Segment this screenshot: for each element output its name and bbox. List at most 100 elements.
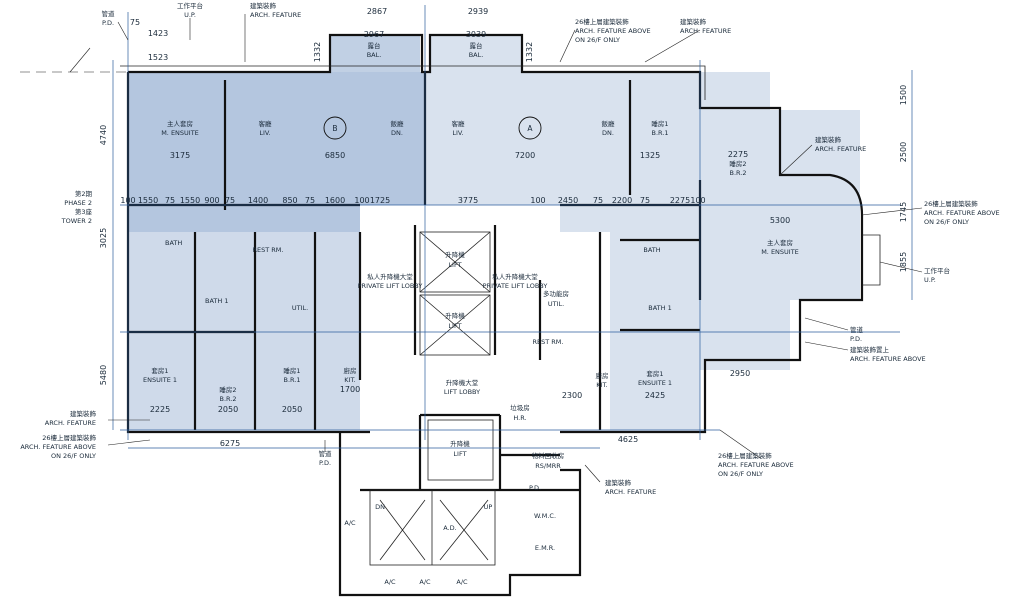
lift-3-zh: 升降機	[450, 439, 470, 448]
br2-b-dim: 2050	[218, 405, 238, 414]
m-ensuite-a-dim: 5300	[770, 216, 790, 225]
row-dim-label: 100	[120, 196, 135, 205]
m-ensuite-b-en: M. ENSUITE	[161, 129, 199, 137]
ac-label-2: A/C	[419, 578, 431, 586]
row-dim-label: 100	[530, 196, 545, 205]
bath-b-label: BATH	[165, 239, 182, 247]
m-ensuite-a-en: M. ENSUITE	[761, 248, 799, 256]
row-dim-label: 2275	[670, 196, 690, 205]
dim-1332-right: 1332	[525, 42, 534, 62]
dn-label: DN	[375, 503, 385, 511]
private-lift-lobby-b-zh: 私人升降機大堂	[367, 272, 413, 281]
arch26-bottom-en1: ARCH. FEATURE ABOVE	[718, 461, 794, 469]
up-top-en: U.P.	[184, 11, 196, 19]
lift-1-en: LIFT	[448, 261, 461, 269]
dim-2939: 2939	[468, 7, 488, 16]
arch-above-right-zh: 建築裝飾置上	[850, 345, 890, 354]
m-ensuite-a-zh: 主人套房	[767, 238, 793, 247]
pd-top-en: P.D.	[102, 19, 114, 27]
rs-mrr-en: RS/MRR	[535, 462, 561, 470]
arch26-left-en1: ARCH. FEATURE ABOVE	[20, 443, 96, 451]
left-dim-3025: 3025	[99, 228, 108, 248]
rs-mrr-zh: 物料回收房	[532, 451, 565, 460]
row-dim-label: 850	[282, 196, 297, 205]
kit-a-en: KIT.	[596, 381, 607, 389]
private-lift-lobby-a-zh: 私人升降機大堂	[492, 272, 538, 281]
ensuite1-b-zh: 套房1	[151, 366, 168, 375]
up-right-en: U.P.	[924, 276, 936, 284]
bal-a-en: BAL.	[469, 51, 484, 59]
right-dim-1745: 1745	[899, 202, 908, 222]
arch-top-en: ARCH. FEATURE	[250, 11, 301, 19]
arch-right-zh: 建築裝飾	[815, 135, 842, 144]
liv-b-en: LIV.	[259, 129, 270, 137]
pd-left-en: P.D.	[319, 459, 331, 467]
dim-1332-left: 1332	[313, 42, 322, 62]
lift-lobby-en: LIFT LOBBY	[444, 388, 480, 396]
tower-en: TOWER 2	[61, 217, 92, 225]
hr-en: H.R.	[513, 414, 526, 422]
row-dim-label: 3775	[458, 196, 478, 205]
dn-a-en: DN.	[602, 129, 614, 137]
wmc-label: W.M.C.	[534, 512, 556, 520]
up-label: UP	[484, 503, 493, 511]
bal-b-en: BAL.	[367, 51, 382, 59]
lift-2-en: LIFT	[448, 322, 461, 330]
dim-2867: 2867	[367, 7, 387, 16]
private-lift-lobby-a-en: PRIVATE LIFT LOBBY	[483, 282, 548, 290]
phase-en: PHASE 2	[64, 199, 92, 207]
row-dim-label: 2450	[558, 196, 578, 205]
row-dim-label: 75	[593, 196, 603, 205]
kit-a-zh: 廚房	[596, 371, 609, 380]
bottom-dim-6275: 6275	[220, 439, 240, 448]
right-dim-2500: 2500	[899, 142, 908, 162]
row-dim-label: 100	[354, 196, 369, 205]
ensuite1-a-zh: 套房1	[646, 369, 663, 378]
bal-a-zh: 露台	[470, 41, 483, 50]
hr-zh: 垃圾房	[510, 403, 530, 412]
arch26-right-en2: ON 26/F ONLY	[924, 218, 969, 226]
kit-b-zh: 廚房	[344, 366, 357, 375]
dim-1423: 1423	[148, 29, 168, 38]
br1-a-dim: 1325	[640, 151, 660, 160]
kit-a-dim: 2300	[562, 391, 582, 400]
row-dim-label: 1400	[248, 196, 268, 205]
arch-top-right-en: ARCH. FEATURE	[680, 27, 731, 35]
left-dim-4740: 4740	[99, 125, 108, 145]
bath1-b-label: BATH 1	[205, 297, 228, 305]
lift-shafts	[419, 231, 494, 481]
dimension-grid	[112, 5, 913, 449]
liv-dn-a-dim: 7200	[515, 151, 535, 160]
row-dim-label: 75	[225, 196, 235, 205]
row-dim-label: 900	[204, 196, 219, 205]
rest-rm-a-label: REST RM.	[533, 338, 564, 346]
arch-bottom-zh: 建築裝飾	[605, 478, 632, 487]
br1-b-dim: 2050	[282, 405, 302, 414]
flat-marker-a: A	[518, 116, 542, 140]
br2-a-en: B.R.2	[729, 169, 746, 177]
ensuite1-b-dim: 2225	[150, 405, 170, 414]
tower-zh: 第3座	[75, 207, 93, 216]
staircase	[369, 489, 496, 566]
arch-top-zh: 建築裝飾	[250, 1, 277, 10]
ensuite1-a-en: ENSUITE 1	[638, 379, 672, 387]
br1-b-zh: 睡房1	[283, 366, 300, 375]
row-dim-label: 1725	[370, 196, 390, 205]
liv-dn-b-dim: 6850	[325, 151, 345, 160]
m-ensuite-b-dim: 3175	[170, 151, 190, 160]
ac-label-3: A/C	[456, 578, 468, 586]
br2-a-zh: 睡房2	[729, 159, 746, 168]
phase-zh: 第2期	[75, 189, 93, 198]
bottom-dim-2950: 2950	[730, 369, 750, 378]
util-b-label: UTIL.	[292, 304, 308, 312]
br2-b-zh: 睡房2	[219, 385, 236, 394]
liv-a-zh: 客廳	[452, 119, 466, 128]
bath1-a-label: BATH 1	[648, 304, 671, 312]
liv-b-zh: 客廳	[259, 119, 273, 128]
arch26-left-zh: 26樓上層建築裝飾	[42, 433, 96, 442]
lift-1-zh: 升降機	[445, 250, 465, 259]
arch-above-right-en: ARCH. FEATURE ABOVE	[850, 355, 926, 363]
lift-lobby-zh: 升降機大堂	[446, 378, 479, 387]
